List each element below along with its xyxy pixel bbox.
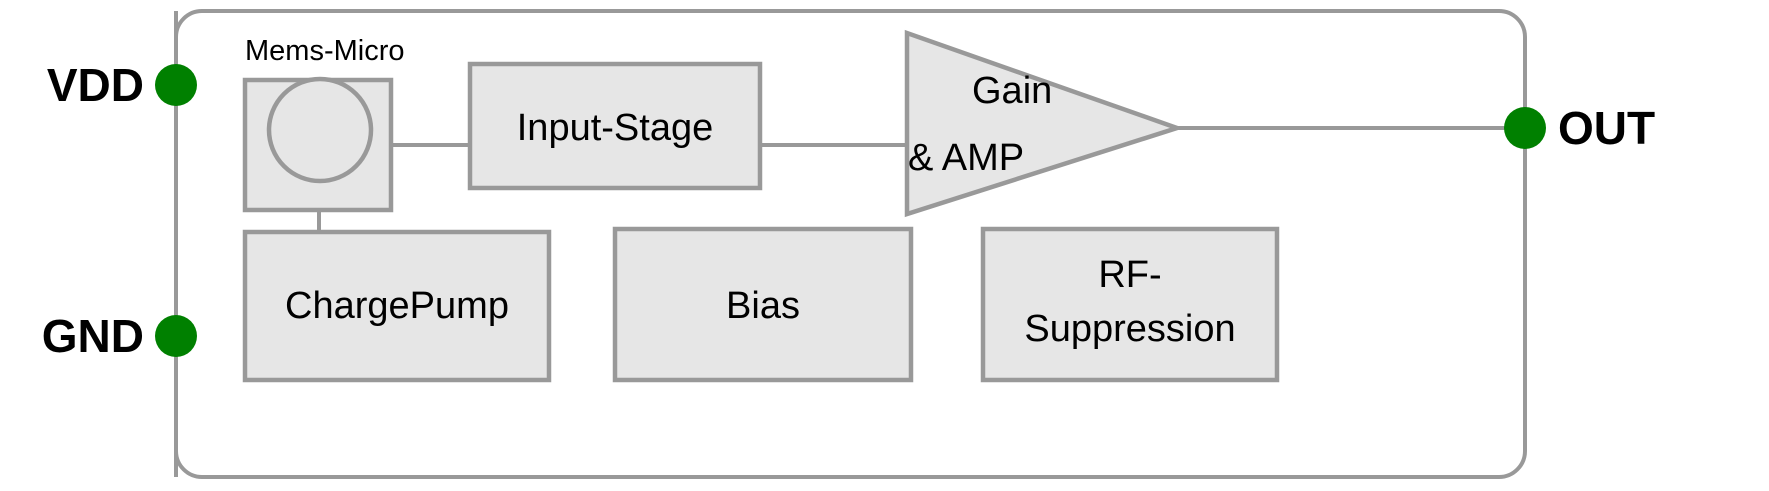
block-gain-amp[interactable]: Gain & AMP [904, 29, 1185, 218]
mems-micro-label: Mems-Micro [245, 35, 405, 67]
mems-micro-membrane-icon [266, 76, 374, 184]
charge-pump-label: ChargePump [285, 285, 509, 327]
rf-suppression-label-line1: RF- [1098, 254, 1161, 296]
vdd-pin-dot[interactable] [155, 64, 197, 106]
block-mems-micro[interactable]: Mems-Micro [242, 35, 405, 213]
gain-amp-label-line1: Gain [972, 70, 1052, 112]
charge-pump-body [242, 229, 552, 383]
gain-amp-label-line2: & AMP [908, 137, 1024, 179]
out-pin-dot[interactable] [1504, 107, 1546, 149]
vdd-pin-label: VDD [47, 59, 144, 111]
bias-label: Bias [726, 285, 800, 327]
gnd-pin-label: GND [42, 310, 144, 362]
block-charge-pump[interactable]: ChargePump [242, 229, 552, 383]
gain-amp-body [904, 29, 1185, 218]
block-rf-suppression[interactable]: RF- Suppression [980, 226, 1280, 383]
rf-suppression-label-line2: Suppression [1024, 308, 1235, 350]
pin-out[interactable]: OUT [1504, 102, 1655, 154]
gnd-pin-dot[interactable] [155, 315, 197, 357]
block-bias[interactable]: Bias [612, 226, 914, 383]
pin-gnd[interactable]: GND [42, 310, 197, 362]
block-input-stage[interactable]: Input-Stage [467, 61, 763, 191]
input-stage-label: Input-Stage [517, 107, 713, 149]
bias-body [612, 226, 914, 383]
pin-vdd[interactable]: VDD [47, 59, 197, 111]
rf-suppression-body [980, 226, 1280, 383]
out-pin-label: OUT [1558, 102, 1655, 154]
input-stage-body [467, 61, 763, 191]
